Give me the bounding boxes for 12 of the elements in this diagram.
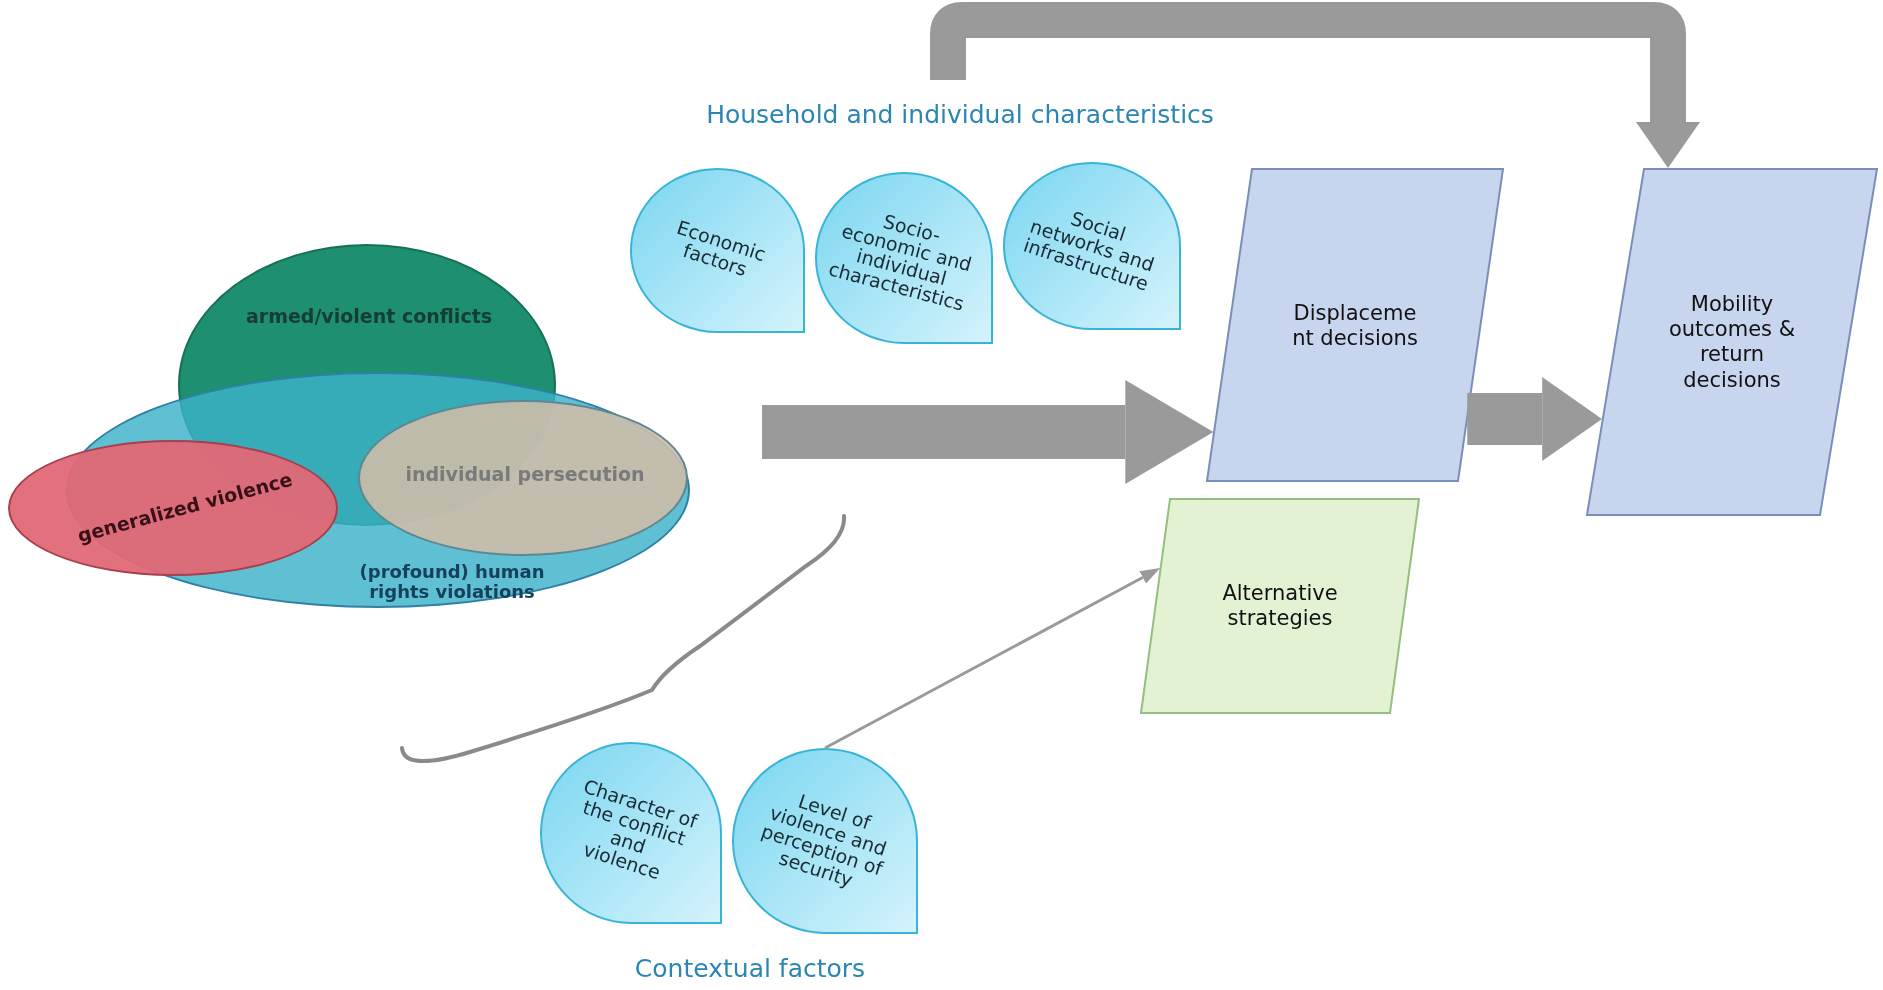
block-arrow — [930, 2, 1700, 168]
group-heading: Household and individual characteristics — [705, 100, 1215, 129]
arrow — [824, 568, 1161, 750]
block-arrow — [762, 380, 1214, 484]
box-label: Displaceme nt decisions — [1291, 300, 1419, 352]
group-heading: Contextual factors — [633, 954, 867, 983]
ellipse-label: (profound) human rights violations — [358, 562, 546, 603]
ellipse-label: individual persecution — [404, 464, 646, 486]
box-label: Alternative strategies — [1221, 580, 1339, 632]
box-label: Mobility outcomes & return decisions — [1667, 291, 1797, 393]
ellipse-label: armed/violent conflicts — [244, 306, 494, 328]
block-arrow — [1467, 377, 1603, 461]
